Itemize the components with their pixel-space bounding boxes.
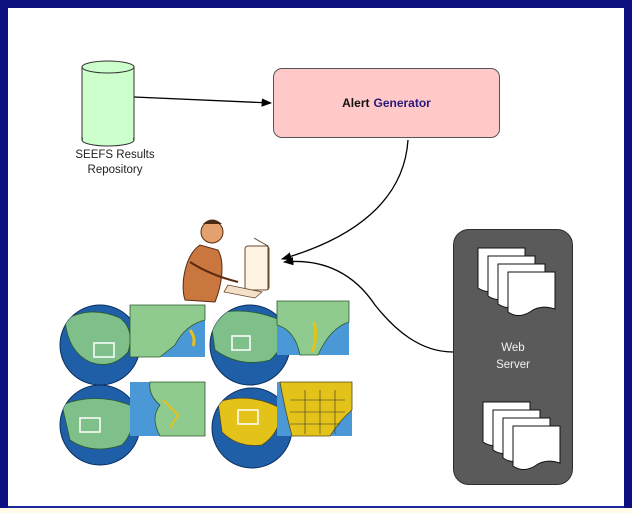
repository-label: SEEFS Results Repository	[40, 148, 190, 178]
document-stack-icon	[477, 247, 556, 316]
web-server-label-line1: Web	[501, 342, 525, 354]
alert-generator-box: Alert Generator	[273, 68, 500, 138]
repository-label-line1: SEEFS Results	[75, 149, 155, 161]
map-panel-icon	[130, 381, 206, 437]
globe-icon	[59, 384, 141, 466]
regional-maps-icon	[59, 300, 353, 469]
map-panel-icon	[277, 381, 353, 437]
map-panel-icon	[129, 304, 206, 358]
server-to-analyst-arrow	[282, 256, 454, 353]
bottom-strip	[0, 508, 632, 513]
web-server-label-line2: Server	[496, 359, 530, 371]
alert-generator-word2: Generator	[373, 96, 431, 110]
map-panel-icon	[276, 300, 350, 356]
bottom-rule	[8, 506, 624, 508]
web-server-label: Web Server	[473, 340, 553, 374]
document-stack-icon	[482, 401, 561, 470]
alert-generator-word1: Alert	[342, 96, 370, 110]
repository-to-alert-arrow	[133, 96, 273, 107]
globe-icon	[59, 304, 141, 386]
database-cylinder-icon	[81, 60, 135, 147]
person-at-computer-icon	[182, 219, 270, 303]
globe-icon	[211, 387, 293, 469]
alert-to-analyst-arrow	[281, 139, 409, 261]
repository-label-line2: Repository	[87, 164, 143, 176]
